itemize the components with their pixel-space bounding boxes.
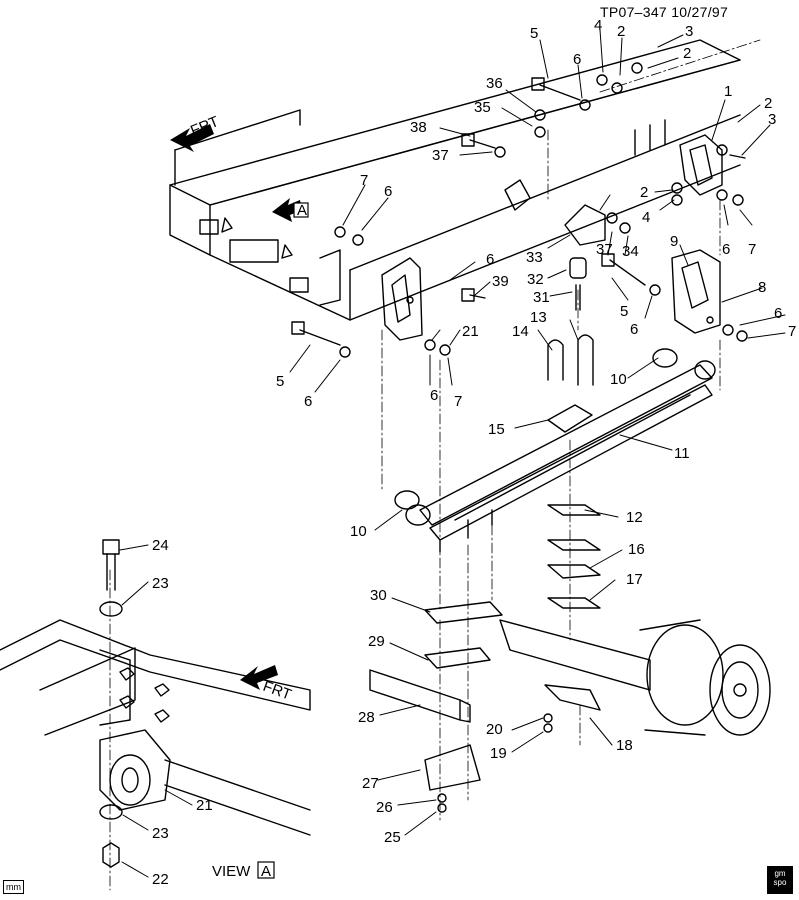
callout-2: 2 <box>617 23 625 40</box>
callout-20: 20 <box>486 721 503 738</box>
callout-21: 21 <box>196 797 213 814</box>
callout-4: 4 <box>642 209 650 226</box>
callout-7: 7 <box>788 323 796 340</box>
callout-13: 13 <box>530 309 547 326</box>
callout-26: 26 <box>376 799 393 816</box>
callout-30: 30 <box>370 587 387 604</box>
assembly-lines <box>109 39 761 891</box>
callout-2: 2 <box>683 45 691 62</box>
callout-35: 35 <box>474 99 491 116</box>
callout-24: 24 <box>152 537 169 554</box>
callout-17: 17 <box>626 571 643 588</box>
callout-19: 19 <box>490 745 507 762</box>
callout-31: 31 <box>533 289 550 306</box>
callout-12: 12 <box>626 509 643 526</box>
units-badge: mm <box>3 880 24 894</box>
callout-21: 21 <box>462 323 479 340</box>
callout-32: 32 <box>527 271 544 288</box>
callout-18: 18 <box>616 737 633 754</box>
bump-stop-bracket <box>564 204 606 311</box>
callout-6: 6 <box>486 251 494 268</box>
callout-6: 6 <box>573 51 581 68</box>
callout-2: 2 <box>640 184 648 201</box>
callout-5: 5 <box>620 303 628 320</box>
callout-10: 10 <box>350 523 367 540</box>
callout-37: 37 <box>596 241 613 258</box>
callout-4: 4 <box>594 17 602 34</box>
callout-6: 6 <box>774 305 782 322</box>
callout-34: 34 <box>622 243 639 260</box>
spring-shackle <box>671 249 721 334</box>
callout-23: 23 <box>152 825 169 842</box>
callout-16: 16 <box>628 541 645 558</box>
view-a-detail <box>0 539 311 868</box>
callout-6: 6 <box>384 183 392 200</box>
callout-1: 1 <box>724 83 732 100</box>
callout-6: 6 <box>304 393 312 410</box>
spring-spacer <box>547 404 593 433</box>
callout-6: 6 <box>630 321 638 338</box>
front-direction-arrow: FRT <box>170 113 221 152</box>
leader-lines <box>119 29 786 878</box>
callout-5: 5 <box>530 25 538 42</box>
callout-29: 29 <box>368 633 385 650</box>
frame-rail <box>169 39 741 321</box>
callout-23: 23 <box>152 575 169 592</box>
callout-3: 3 <box>768 111 776 128</box>
callout-39: 39 <box>492 273 509 290</box>
callout-7: 7 <box>360 172 368 189</box>
logo-bottom-text: spo <box>773 878 787 887</box>
callout-9: 9 <box>670 233 678 250</box>
callout-7: 7 <box>454 393 462 410</box>
view-a-caption: VIEW A <box>212 861 275 880</box>
callout-28: 28 <box>358 709 375 726</box>
callout-5: 5 <box>276 373 284 390</box>
callout-37: 37 <box>432 147 449 164</box>
spring-shims <box>424 504 601 669</box>
callout-11: 11 <box>674 445 690 462</box>
callout-6: 6 <box>722 241 730 258</box>
logo-top-text: gm <box>774 869 786 878</box>
view-ref-label: A <box>297 202 307 219</box>
callout-33: 33 <box>526 249 543 266</box>
callout-numbers: 1 2 3 3 2 2 4 5 6 36 35 38 37 7 6 2 4 6 … <box>152 17 796 888</box>
axle-tube <box>369 619 651 791</box>
callout-22: 22 <box>152 871 169 888</box>
callout-6: 6 <box>430 387 438 404</box>
front-spring-hanger <box>381 257 423 341</box>
callout-2: 2 <box>764 95 772 112</box>
wheel-hub <box>544 619 771 736</box>
callout-3: 3 <box>685 23 693 40</box>
drawing-reference: TP07–347 10/27/97 <box>600 4 729 20</box>
leaf-spring <box>394 348 716 541</box>
callout-14: 14 <box>512 323 529 340</box>
callout-7: 7 <box>748 241 756 258</box>
gm-spo-logo: gm spo <box>767 866 793 894</box>
rear-shackle-bracket <box>679 134 723 196</box>
callout-8: 8 <box>758 279 766 296</box>
callout-25: 25 <box>384 829 401 846</box>
callout-15: 15 <box>488 421 505 438</box>
callout-27: 27 <box>362 775 379 792</box>
view-letter: A <box>261 863 271 880</box>
callout-10: 10 <box>610 371 627 388</box>
view-title: VIEW <box>212 863 251 880</box>
u-bolts <box>547 334 594 386</box>
fasteners <box>291 62 748 813</box>
callout-38: 38 <box>410 119 427 136</box>
front-direction-arrow-view: FRT <box>240 665 294 704</box>
callout-36: 36 <box>486 75 503 92</box>
view-a-pointer-arrow: A <box>272 198 309 222</box>
